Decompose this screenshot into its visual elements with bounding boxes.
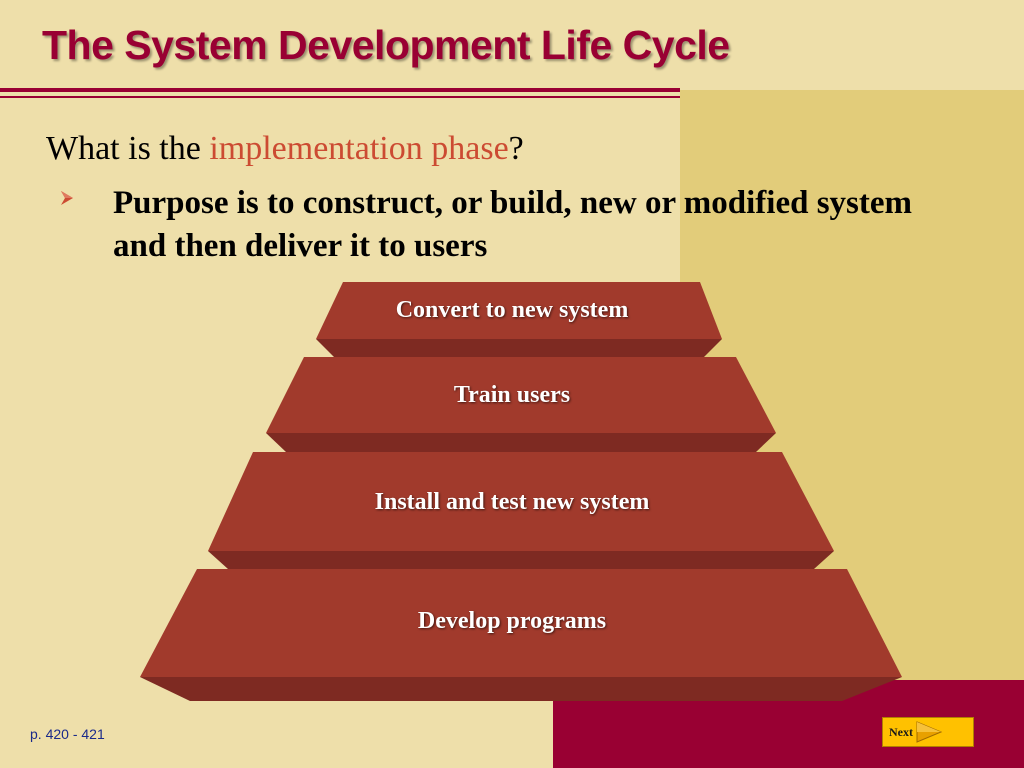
title-rule-thin bbox=[0, 96, 680, 98]
tier-label-develop: Develop programs bbox=[417, 608, 607, 634]
tier-top-face bbox=[140, 569, 902, 677]
tier-top-face bbox=[266, 357, 776, 433]
question-prefix: What is the bbox=[46, 130, 210, 167]
play-arrow-icon bbox=[916, 721, 943, 743]
tier-bottom-face bbox=[208, 551, 834, 569]
tier-label-train: Train users bbox=[453, 382, 571, 408]
pyramid-tier-install bbox=[208, 452, 834, 569]
tier-label-convert: Convert to new system bbox=[395, 297, 629, 323]
bullet-text: Purpose is to construct, or build, new o… bbox=[113, 185, 913, 264]
question-heading: What is the implementation phase? bbox=[46, 130, 524, 168]
arrow-bullet-icon bbox=[61, 191, 73, 205]
tier-bottom-face bbox=[266, 433, 776, 452]
question-highlight: implementation phase bbox=[209, 130, 509, 167]
tier-top-face bbox=[208, 452, 834, 551]
tier-label-install: Install and test new system bbox=[374, 489, 650, 515]
tier-bottom-face bbox=[140, 677, 902, 701]
pyramid-tier-train bbox=[266, 357, 776, 452]
pyramid-tier-convert bbox=[316, 282, 722, 357]
next-button-label: Next bbox=[889, 725, 913, 739]
tier-top-face bbox=[316, 282, 722, 339]
slide-title: The System Development Life Cycle bbox=[42, 22, 730, 68]
pyramid-tier-develop bbox=[140, 569, 902, 701]
tier-bottom-face bbox=[316, 339, 722, 357]
title-rule bbox=[0, 88, 680, 92]
question-suffix: ? bbox=[508, 130, 524, 167]
next-button[interactable]: Next bbox=[882, 717, 974, 747]
page-reference: p. 420 - 421 bbox=[30, 726, 105, 742]
